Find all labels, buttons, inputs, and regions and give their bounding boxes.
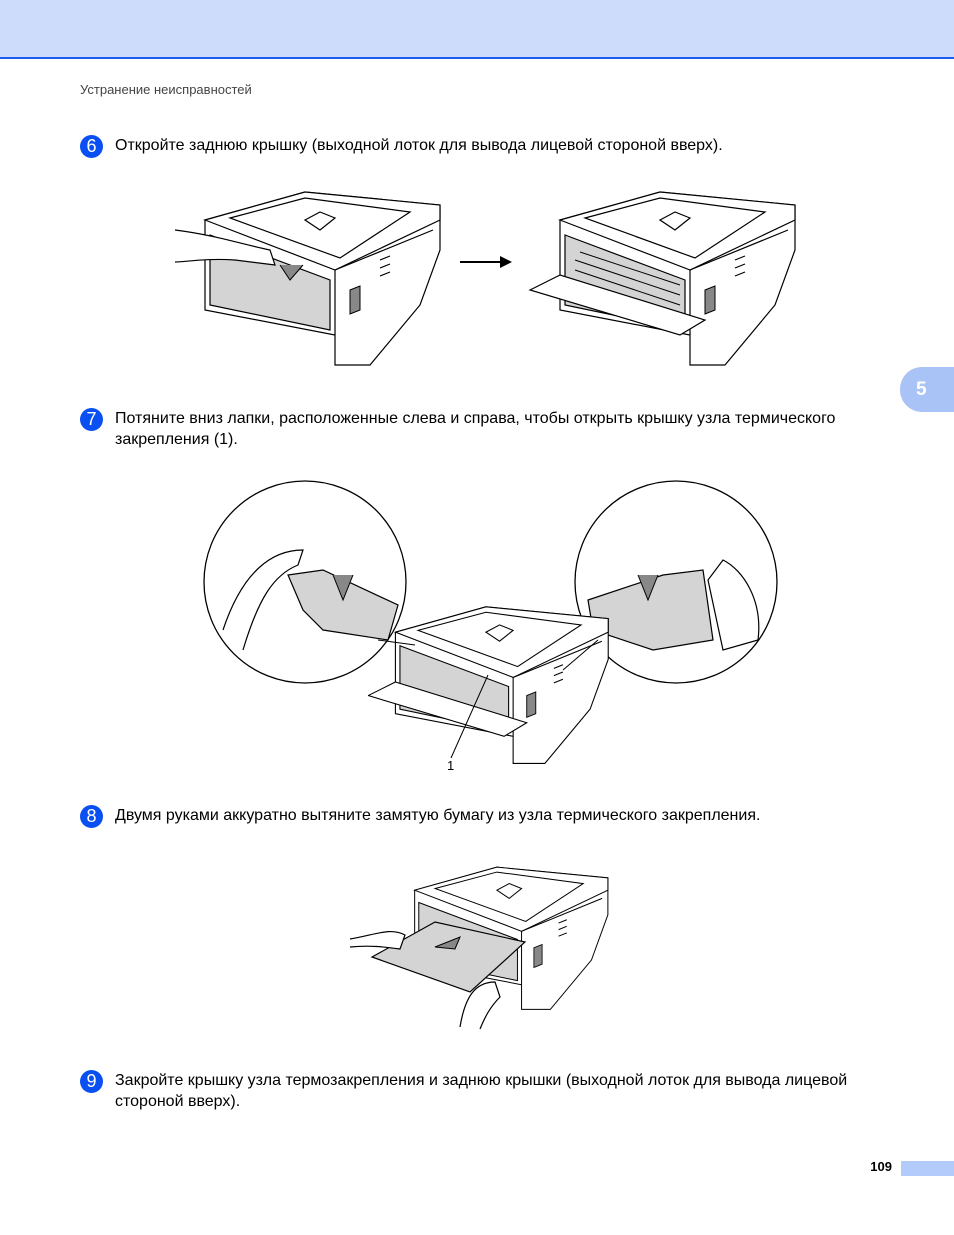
fuser-cover-tabs-illustration	[203, 480, 778, 765]
step-number-badge: 9	[80, 1070, 103, 1093]
page-number: 109	[870, 1159, 892, 1174]
step-7: 7 Потяните вниз лапки, расположенные сле…	[80, 408, 890, 450]
step-text: Потяните вниз лапки, расположенные слева…	[115, 410, 836, 448]
hand-illustration	[174, 229, 276, 266]
step-text: Закройте крышку узла термозакрепления и …	[115, 1072, 848, 1110]
remove-jammed-paper-illustration	[349, 866, 609, 1030]
down-arrow-icon	[279, 264, 304, 281]
printer-rear-cover-open-illustration	[528, 191, 796, 366]
chapter-tab[interactable]: 5	[900, 367, 954, 412]
step-text: Двумя руками аккуратно вытяните замятую …	[115, 807, 761, 824]
page-number-bar	[901, 1161, 954, 1176]
step-8: 8 Двумя руками аккуратно вытяните замяту…	[80, 805, 890, 828]
step-number-badge: 8	[80, 805, 103, 828]
header-band	[0, 0, 954, 59]
step-number-badge: 7	[80, 408, 103, 431]
right-arrow-icon	[460, 256, 512, 268]
running-head: Устранение неисправностей	[80, 82, 252, 97]
callout-label-1: 1	[447, 758, 455, 773]
step-9: 9 Закройте крышку узла термозакрепления …	[80, 1070, 890, 1112]
printer-rear-cover-closed-illustration	[174, 191, 441, 366]
step-number-badge: 6	[80, 135, 103, 158]
step-6: 6 Откройте заднюю крышку (выходной лоток…	[80, 135, 890, 158]
step-text: Откройте заднюю крышку (выходной лоток д…	[115, 137, 723, 154]
